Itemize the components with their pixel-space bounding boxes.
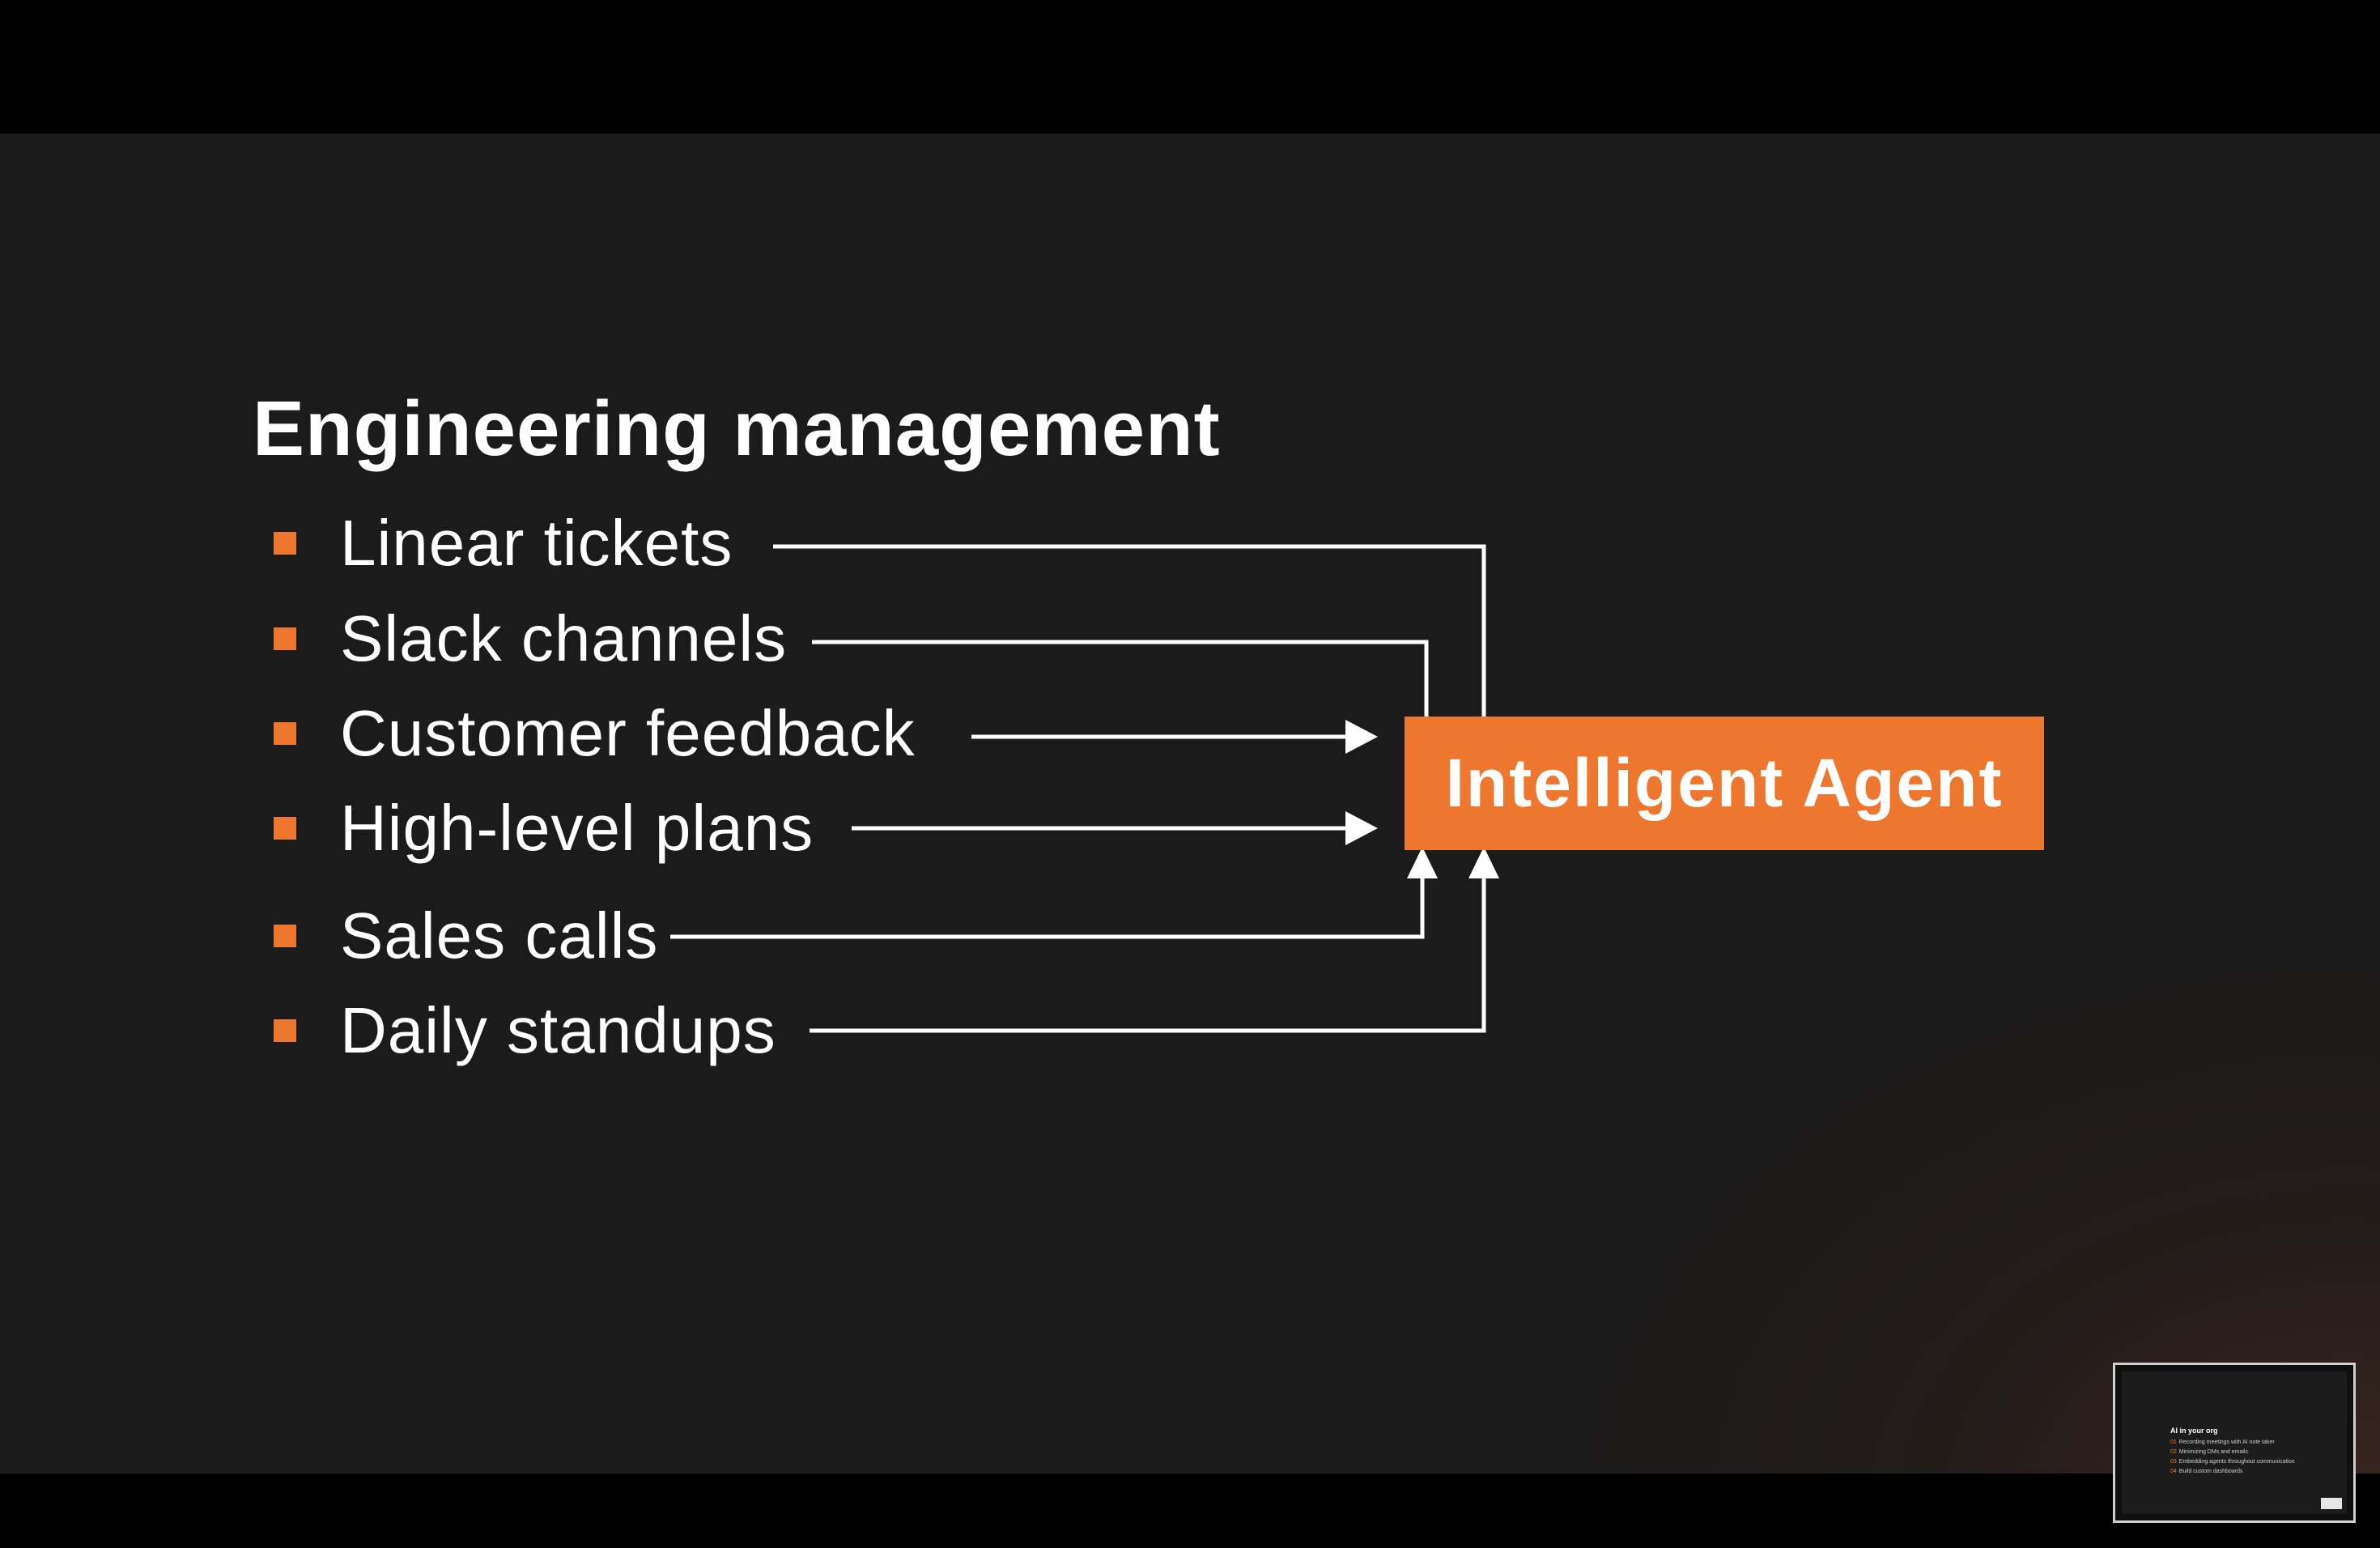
intelligent-agent-label: Intelligent Agent [1445, 745, 2004, 821]
square-bullet-icon [274, 722, 296, 745]
arrow-up-icon [1407, 847, 1438, 878]
square-bullet-icon [274, 627, 296, 650]
connector-daily-standups [810, 877, 1486, 1033]
list-item-customer-feedback: Customer feedback [274, 696, 916, 771]
connector-sales-calls [670, 877, 1425, 939]
square-bullet-icon [274, 817, 296, 840]
presentation-slide: Engineering management Linear tickets Sl… [0, 134, 2380, 1474]
thumbnail-title: AI in your org [2170, 1427, 2218, 1435]
list-item-high-level-plans: High-level plans [274, 791, 814, 865]
list-item-label: Slack channels [340, 602, 788, 674]
list-item-label: Linear tickets [340, 507, 733, 579]
connector-linear-tickets [773, 544, 1486, 781]
list-item-label: Customer feedback [340, 697, 916, 769]
list-item-slack-channels: Slack channels [274, 602, 787, 676]
arrow-right-icon [1345, 720, 1378, 754]
arrow-right-icon [1345, 811, 1378, 845]
square-bullet-icon [274, 925, 296, 947]
square-bullet-icon [274, 532, 296, 555]
intelligent-agent-box: Intelligent Agent [1405, 717, 2044, 850]
list-item-sales-calls: Sales calls [274, 899, 658, 973]
slide-title: Engineering management [253, 385, 1221, 472]
list-item-linear-tickets: Linear tickets [274, 506, 733, 580]
list-item-label: High-level plans [340, 792, 814, 864]
list-item-daily-standups: Daily standups [274, 993, 776, 1068]
thumbnail-expand-icon[interactable] [2321, 1498, 2342, 1509]
connector-slack-channels [812, 640, 1429, 781]
arrow-up-icon [1468, 847, 1499, 878]
square-bullet-icon [274, 1019, 296, 1042]
list-item-label: Daily standups [340, 994, 776, 1066]
list-item-label: Sales calls [340, 899, 659, 972]
